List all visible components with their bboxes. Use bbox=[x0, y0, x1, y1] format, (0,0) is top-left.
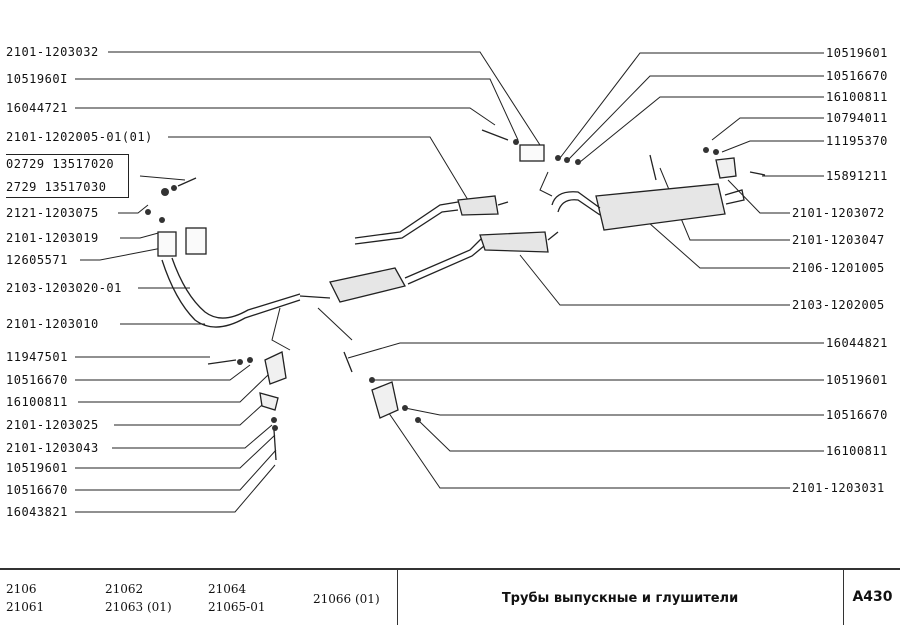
part-label-left: 10516670 bbox=[6, 373, 68, 387]
model-code: 21061 bbox=[6, 600, 45, 614]
part-label-right: 10516670 bbox=[826, 69, 888, 83]
catalog-footer: 2106 21061 21062 21063 (01) 21064 21065-… bbox=[0, 568, 900, 625]
part-label-right: 10516670 bbox=[826, 408, 888, 422]
part-label-left: 16044721 bbox=[6, 101, 68, 115]
part-label-right: 2101-1203047 bbox=[792, 233, 885, 247]
part-label-right: 15891211 bbox=[826, 169, 888, 183]
footer-divider bbox=[843, 570, 844, 625]
part-label-left: 10516670 bbox=[6, 483, 68, 497]
part-label-left: 2101-1203019 bbox=[6, 231, 99, 245]
footer-divider bbox=[397, 570, 398, 625]
part-label-right: 2103-1202005 bbox=[792, 298, 885, 312]
label-bracket bbox=[6, 154, 129, 198]
page-title: Трубы выпускные и глушители bbox=[501, 591, 739, 606]
part-label-right: 11195370 bbox=[826, 134, 888, 148]
part-label-left: 2101-1203043 bbox=[6, 441, 99, 455]
part-label-right: 10519601 bbox=[826, 46, 888, 60]
part-label-left: 2121-1203075 bbox=[6, 206, 99, 220]
model-code: 21063 (01) bbox=[105, 600, 172, 614]
part-label-right: 16044821 bbox=[826, 336, 888, 350]
part-label-left: 12605571 bbox=[6, 253, 68, 267]
model-code: 21062 bbox=[105, 582, 144, 596]
part-label-left: 2101-1203032 bbox=[6, 45, 99, 59]
part-label-left: 16100811 bbox=[6, 395, 68, 409]
part-label-left: 2101-1202005-01(01) bbox=[6, 130, 153, 144]
model-code: 2106 bbox=[6, 582, 37, 596]
page-code: A430 bbox=[852, 589, 893, 605]
part-label-left: 2101-1203025 bbox=[6, 418, 99, 432]
part-label-left: 1051960I bbox=[6, 72, 68, 86]
part-label-left: 2729 13517030 bbox=[6, 180, 107, 194]
part-label-left: 16043821 bbox=[6, 505, 68, 519]
part-label-right: 16100811 bbox=[826, 444, 888, 458]
model-code: 21066 (01) bbox=[313, 592, 380, 606]
part-label-right: 10519601 bbox=[826, 373, 888, 387]
part-label-left: 2101-1203010 bbox=[6, 317, 99, 331]
model-code: 21064 bbox=[208, 582, 247, 596]
part-label-left: 2103-1203020-01 bbox=[6, 281, 122, 295]
part-label-left: 02729 13517020 bbox=[6, 157, 115, 171]
part-label-right: 16100811 bbox=[826, 90, 888, 104]
part-label-right: 2101-1203072 bbox=[792, 206, 885, 220]
part-label-left: 11947501 bbox=[6, 350, 68, 364]
part-label-right: 2106-1201005 bbox=[792, 261, 885, 275]
part-label-right: 10794011 bbox=[826, 111, 888, 125]
exhaust-system-diagram bbox=[75, 51, 824, 513]
part-label-right: 2101-1203031 bbox=[792, 481, 885, 495]
model-code: 21065-01 bbox=[208, 600, 266, 614]
part-label-left: 10519601 bbox=[6, 461, 68, 475]
